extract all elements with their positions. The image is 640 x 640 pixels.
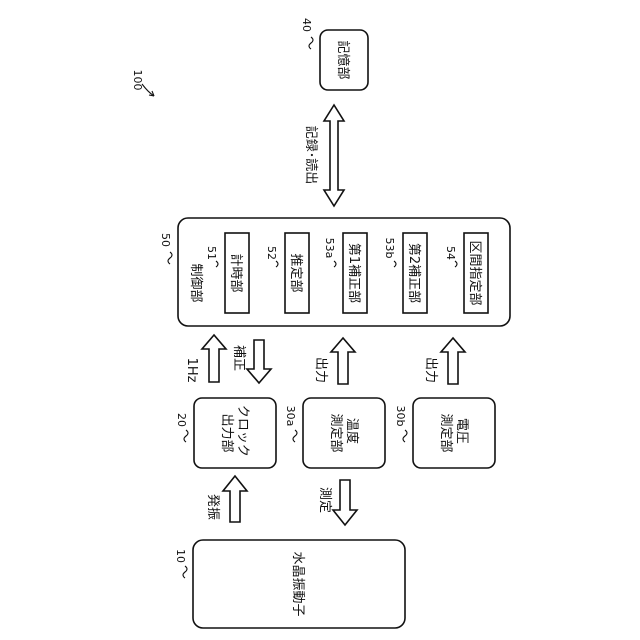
- voltage-measurement-ref: 30b: [394, 406, 407, 427]
- temperature-measurement-ref-leader: [293, 430, 297, 442]
- unit-estimation-ref: 52: [265, 246, 278, 260]
- oscillation-up-arrow: [223, 476, 247, 522]
- unit-interval-designation-ref: 54: [444, 246, 457, 260]
- measurement-down-arrow: [333, 480, 357, 525]
- volt-output-label: 出力: [423, 357, 438, 383]
- temp-output-label: 出力: [313, 357, 328, 383]
- voltage-measurement-label-line2: 測定部: [438, 413, 453, 452]
- control-ref: 50: [159, 233, 172, 247]
- correction-label: 補正: [231, 345, 246, 371]
- unit-first-correction-ref: 53a: [323, 238, 336, 259]
- voltage-measurement-label-line1: 電圧: [454, 418, 469, 444]
- control-ref-leader: [168, 252, 172, 264]
- voltage-measurement-block: [413, 398, 495, 468]
- temperature-measurement-label-line2: 測定部: [328, 413, 343, 452]
- unit-estimation-label: 推定部: [288, 253, 303, 292]
- crystal-oscillator-ref-leader: [183, 566, 187, 578]
- unit-first-correction-label: 第1補正部: [346, 243, 361, 303]
- clock-output-label-line1: クロック: [235, 405, 250, 457]
- correction-down-arrow: [247, 340, 271, 383]
- temperature-measurement-label-line1: 温度: [344, 418, 360, 444]
- temp-output-up-arrow: [331, 338, 355, 384]
- hz-up-arrow: [202, 335, 226, 382]
- temperature-measurement-ref: 30a: [284, 406, 297, 427]
- ref-system: 100: [131, 70, 144, 91]
- unit-timekeeping-label: 計時部: [228, 253, 244, 292]
- oscillation-label: 発振: [205, 494, 220, 520]
- measurement-label: 測定: [317, 487, 332, 513]
- record-read-double-arrow: [324, 105, 344, 206]
- hz-label: 1Hz: [184, 358, 199, 383]
- storage-ref: 40: [300, 18, 313, 32]
- storage-ref-leader: [309, 37, 313, 49]
- storage-label: 記憶部: [335, 40, 351, 79]
- voltage-measurement-ref-leader: [403, 430, 407, 442]
- unit-interval-designation-label: 区間指定部: [467, 240, 482, 305]
- record-read-label: 記録･読出: [303, 126, 319, 185]
- clock-output-label-line2: 出力部: [219, 413, 234, 452]
- clock-output-ref: 20: [175, 413, 188, 427]
- unit-second-correction-ref: 53b: [383, 238, 396, 259]
- unit-second-correction-label: 第2補正部: [406, 243, 421, 303]
- crystal-oscillator-ref: 10: [174, 549, 187, 563]
- clock-output-block: [194, 398, 276, 468]
- temperature-measurement-block: [303, 398, 385, 468]
- voltage-measurement-label: 電圧 測定部: [438, 413, 469, 452]
- volt-output-up-arrow: [441, 338, 465, 384]
- control-label: 制御部: [188, 263, 203, 302]
- clock-output-ref-leader: [184, 430, 188, 442]
- crystal-oscillator-label: 水晶振動子: [290, 551, 305, 616]
- unit-timekeeping-ref: 51: [205, 246, 218, 260]
